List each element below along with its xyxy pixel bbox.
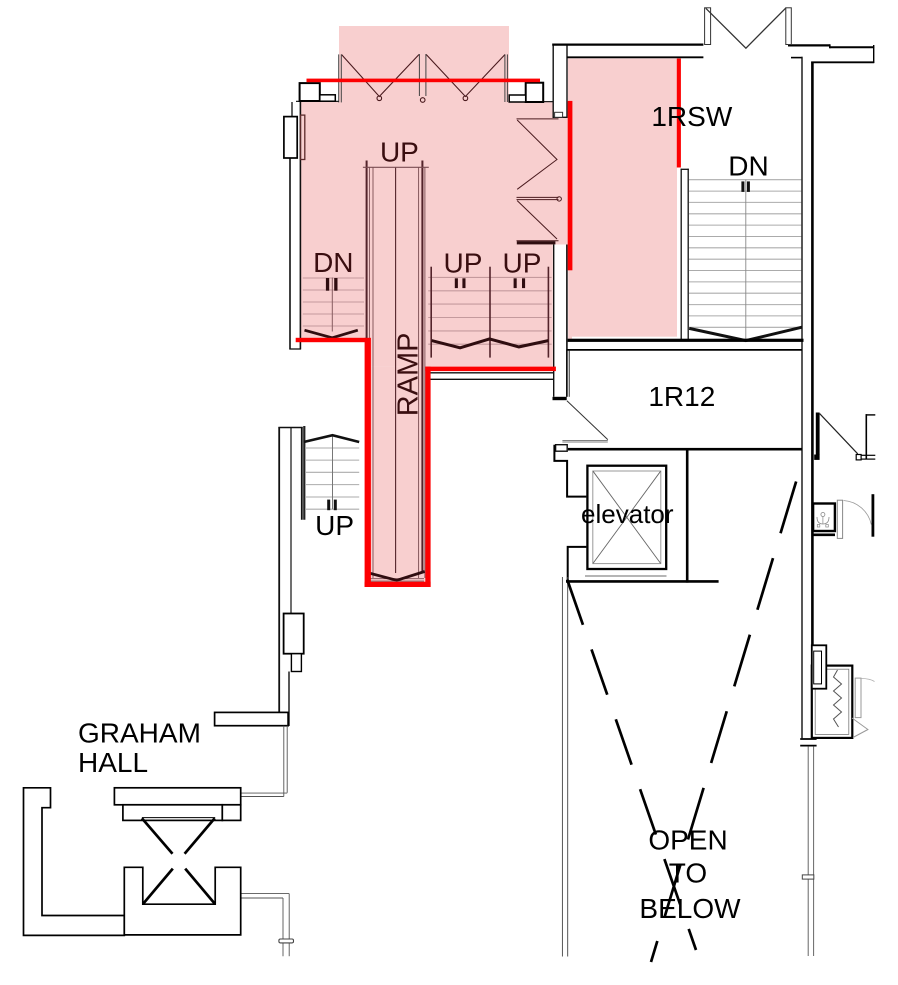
svg-text:OPEN: OPEN bbox=[648, 825, 727, 856]
svg-text:1R12: 1R12 bbox=[648, 381, 715, 412]
svg-text:RAMP: RAMP bbox=[392, 333, 424, 417]
svg-text:DN: DN bbox=[313, 247, 353, 278]
svg-text:GRAHAM: GRAHAM bbox=[78, 718, 201, 749]
svg-text:HALL: HALL bbox=[78, 747, 148, 778]
svg-text:UP: UP bbox=[315, 510, 354, 541]
svg-text:UP: UP bbox=[503, 247, 542, 278]
svg-text:TO: TO bbox=[669, 858, 707, 889]
svg-text:UP: UP bbox=[444, 247, 483, 278]
svg-text:BELOW: BELOW bbox=[639, 893, 741, 924]
svg-text:UP: UP bbox=[380, 137, 419, 168]
svg-text:1RSW: 1RSW bbox=[651, 101, 732, 132]
svg-text:elevator: elevator bbox=[581, 499, 674, 529]
svg-text:DN: DN bbox=[728, 151, 768, 182]
